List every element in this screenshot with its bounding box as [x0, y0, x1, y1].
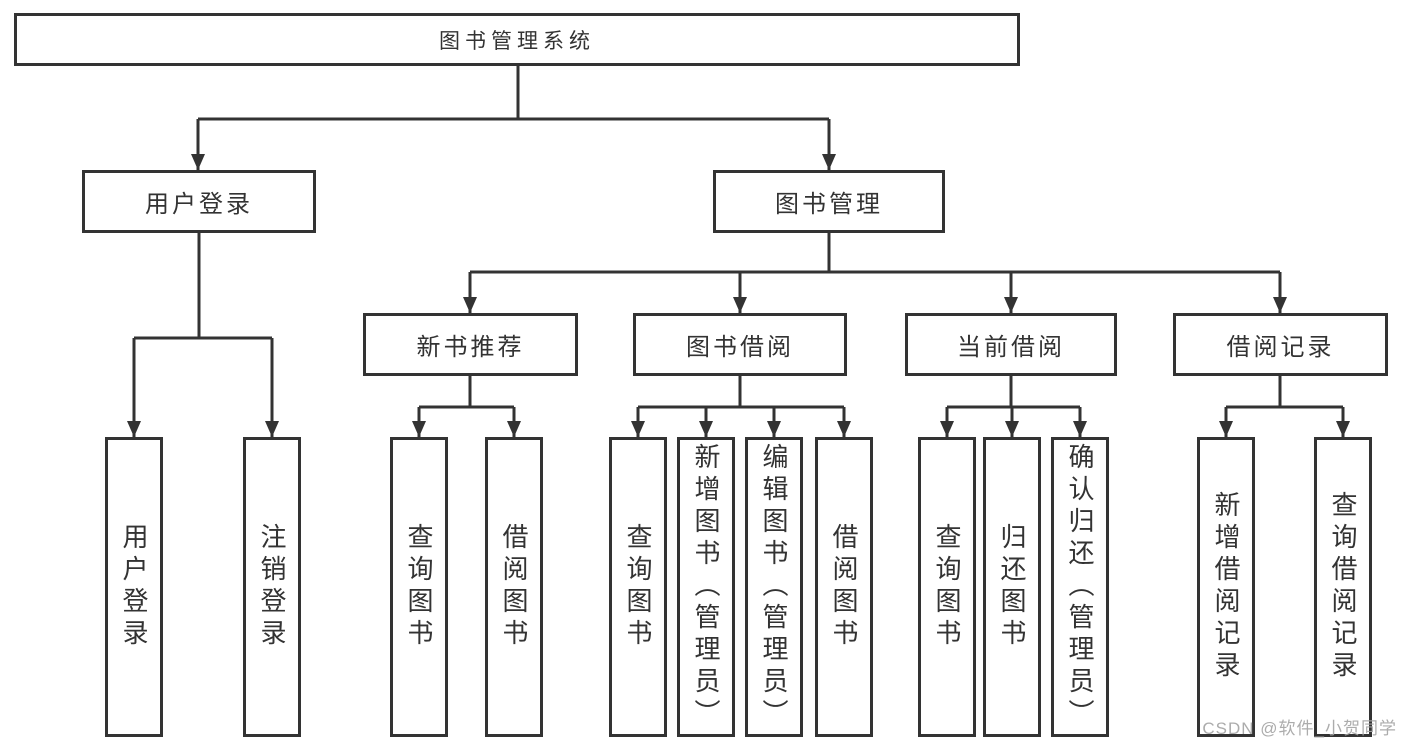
leaf-user-login: 用户登录 [105, 437, 163, 737]
node-label: 查询图书 [404, 523, 434, 651]
node-label: 图书管理 [775, 191, 883, 218]
node-user-login: 用户登录 [82, 170, 316, 233]
leaf-query-borrow-record: 查询借阅记录 [1314, 437, 1372, 737]
connector-arrows [127, 119, 1350, 437]
node-label: 查询借阅记录 [1328, 491, 1358, 683]
node-label: 新书推荐 [416, 334, 525, 361]
node-current-borrow: 当前借阅 [905, 313, 1117, 376]
leaf-add-borrow-record: 新增借阅记录 [1197, 437, 1255, 737]
node-label: 借阅图书 [499, 523, 529, 651]
node-book-borrow: 图书借阅 [633, 313, 847, 376]
node-label: 借阅记录 [1226, 334, 1335, 361]
leaf-return-book: 归还图书 [983, 437, 1041, 737]
leaf-query-books-borrow: 查询图书 [609, 437, 667, 737]
leaf-borrow-books-recommend: 借阅图书 [485, 437, 543, 737]
leaf-add-book-admin: 新增图书（管理员） [677, 437, 735, 737]
node-book-management: 图书管理 [713, 170, 945, 233]
leaf-borrow-books-borrow: 借阅图书 [815, 437, 873, 737]
node-label: 图书管理系统 [439, 29, 595, 53]
node-label: 注销登录 [257, 523, 287, 651]
node-label: 用户登录 [119, 523, 149, 651]
leaf-edit-book-admin: 编辑图书（管理员） [745, 437, 803, 737]
leaf-query-books-recommend: 查询图书 [390, 437, 448, 737]
node-label: 归还图书 [997, 523, 1027, 651]
node-new-book-recommend: 新书推荐 [363, 313, 578, 376]
node-label: 用户登录 [145, 191, 253, 218]
node-label: 新增图书（管理员） [691, 443, 721, 731]
node-label: 当前借阅 [957, 334, 1065, 361]
node-label: 借阅图书 [829, 523, 859, 651]
watermark: CSDN @软件_小贺同学 [1202, 719, 1397, 738]
node-label: 编辑图书（管理员） [759, 443, 789, 731]
node-label: 查询图书 [623, 523, 653, 651]
leaf-query-books-current: 查询图书 [918, 437, 976, 737]
leaf-confirm-return-admin: 确认归还（管理员） [1051, 437, 1109, 737]
node-label: 确认归还（管理员） [1065, 443, 1095, 731]
node-label: 查询图书 [932, 523, 962, 651]
leaf-logout: 注销登录 [243, 437, 301, 737]
node-borrow-records: 借阅记录 [1173, 313, 1388, 376]
node-label: 图书借阅 [686, 334, 794, 361]
node-library-system: 图书管理系统 [14, 13, 1020, 66]
node-label: 新增借阅记录 [1211, 491, 1241, 683]
